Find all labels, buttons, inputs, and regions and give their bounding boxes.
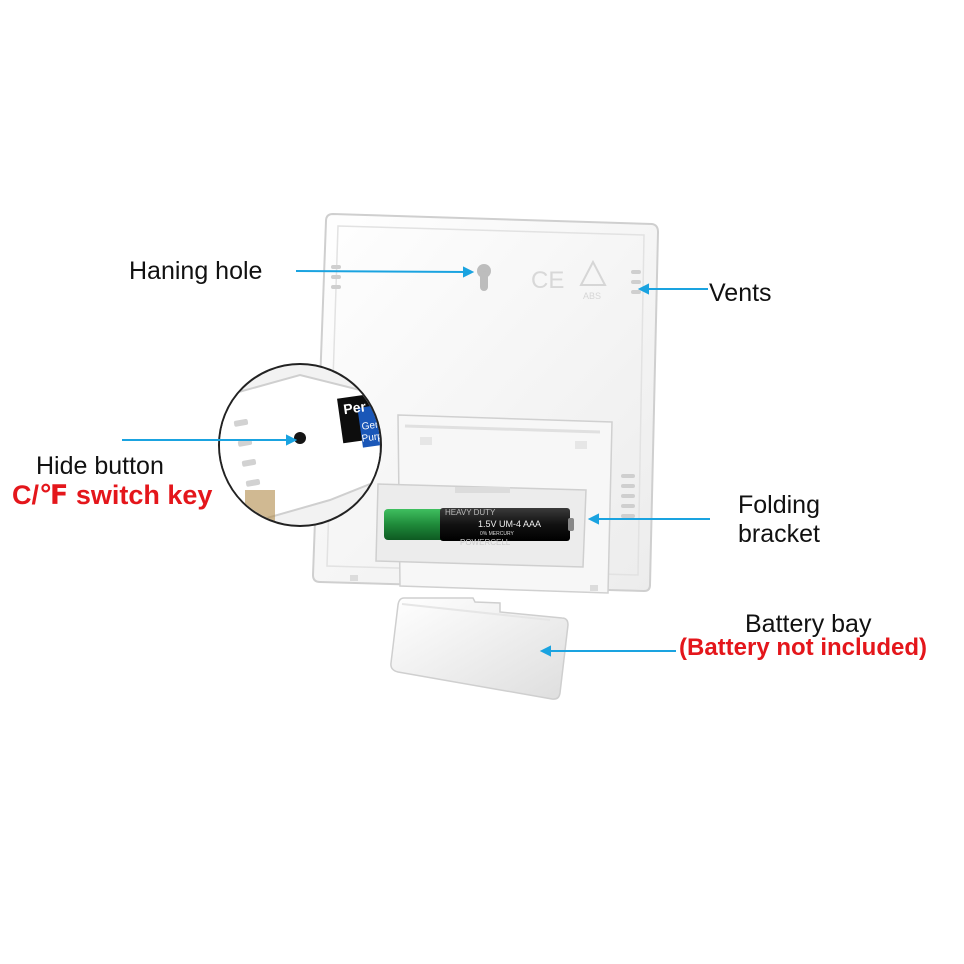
svg-text:Purp: Purp <box>361 431 384 445</box>
svg-text:POWERCELL: POWERCELL <box>460 538 511 547</box>
switch-key-label: C/℉ switch key <box>12 480 213 510</box>
svg-text:Gene: Gene <box>361 418 387 432</box>
bracket-vents-icon <box>621 474 635 518</box>
leader-lines <box>122 266 710 657</box>
ce-mark: CE <box>531 267 564 294</box>
battery-note-label: (Battery not included) <box>679 634 928 661</box>
svg-text:1.5V UM-4 AAA: 1.5V UM-4 AAA <box>478 519 541 529</box>
battery-cover <box>390 597 569 700</box>
recycle-icon: ABS <box>579 259 607 301</box>
battery: HEAVY DUTY 1.5V UM-4 AAA 0% MERCURY POWE… <box>384 508 574 547</box>
svg-text:Per: Per <box>342 398 367 417</box>
folding-bracket-label-line2: bracket <box>738 520 820 548</box>
svg-text:ABS: ABS <box>583 291 601 301</box>
device-feet <box>350 575 598 591</box>
vents-label: Vents <box>709 279 772 307</box>
inset-zoom-circle: Per Gene Purp <box>218 363 387 527</box>
vents-left-icon <box>331 265 341 289</box>
vents-right-icon <box>631 270 641 294</box>
switch-key-button-icon <box>294 432 306 444</box>
hide-button-label: Hide button <box>36 452 164 480</box>
folding-bracket-label-line1: Folding <box>738 491 820 519</box>
svg-text:0% MERCURY: 0% MERCURY <box>480 531 514 537</box>
hanging-hole-icon <box>477 264 491 291</box>
battery-bay-label: Battery bay <box>745 610 872 638</box>
svg-text:HEAVY DUTY: HEAVY DUTY <box>445 508 496 517</box>
hanging-hole-label: Haning hole <box>129 257 263 285</box>
